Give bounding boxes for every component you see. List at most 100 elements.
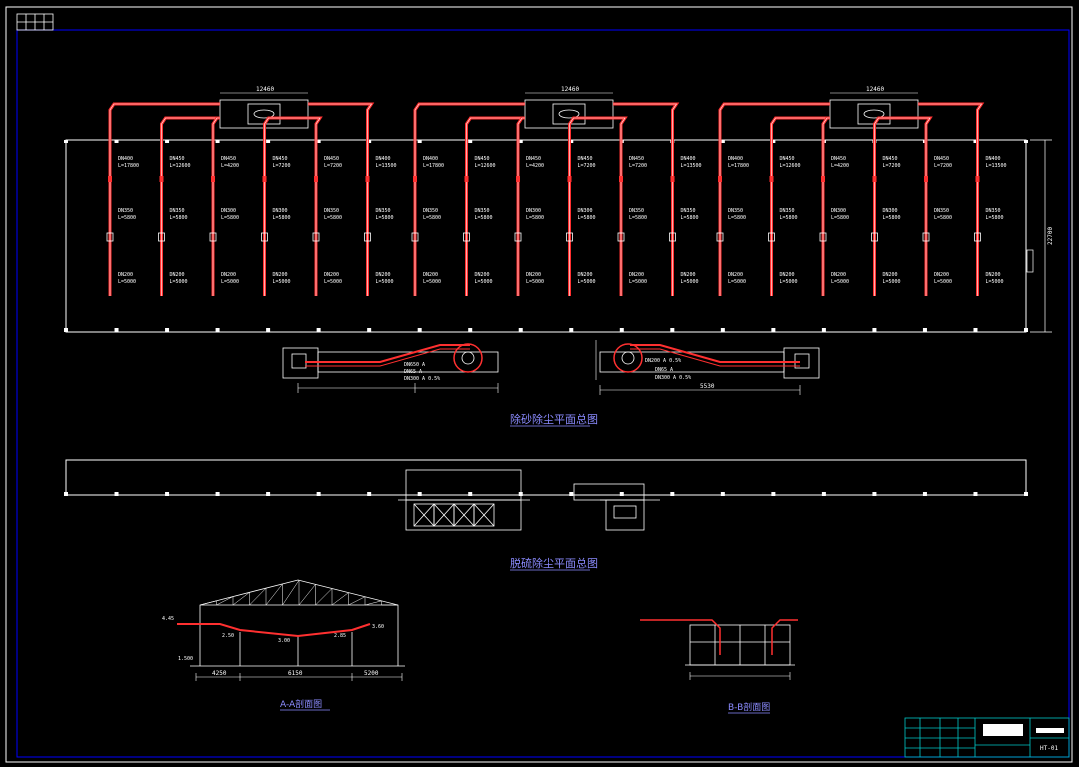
plan-column [316, 140, 321, 143]
pipe-branch [718, 102, 830, 296]
pipe-len-label: L=5800 [578, 215, 596, 221]
pipe-dn-label: DN400 [118, 156, 133, 162]
pipe-valve [670, 176, 675, 182]
plan-column [771, 140, 776, 143]
desulf-column [922, 492, 927, 496]
pipe-dn-label: DN450 [170, 156, 185, 162]
pipe-dn-label: DN200 [118, 272, 133, 278]
plan-column [114, 328, 119, 332]
pipe-dn-label: DN300 [526, 208, 541, 214]
pipe-flange [364, 232, 371, 242]
pipe-dn-label: DN200 [423, 272, 438, 278]
pipe-branch [308, 116, 323, 296]
pipe-len-label: L=5800 [475, 215, 493, 221]
pipe-dn-label: DN450 [780, 156, 795, 162]
pipe-dn-label: DN200 [221, 272, 236, 278]
desulf-equipment [398, 469, 660, 531]
plan-column [114, 140, 119, 143]
pipe-branch [873, 116, 918, 296]
pipe-len-label: L=5000 [273, 279, 291, 285]
plan-column [165, 140, 170, 143]
collector-port [863, 109, 885, 119]
section-b-view: B-B剖面图 [640, 619, 798, 714]
pipe-branch [613, 116, 628, 296]
desulf-column [619, 492, 624, 496]
dim-sec-right: 5200 [364, 670, 379, 677]
pipe-centerline [719, 103, 830, 296]
pipe-dn-label: DN350 [376, 208, 391, 214]
pipe-valve [718, 176, 722, 182]
pipe-len-label: L=5800 [986, 215, 1004, 221]
pipe-dn-label: DN300 [831, 208, 846, 214]
pipe-dn-label: DN450 [629, 156, 644, 162]
desulf-column [468, 492, 473, 496]
desulf-column [165, 492, 170, 496]
pipe-len-label: L=5000 [221, 279, 239, 285]
pipe-dn-label: DN350 [728, 208, 743, 214]
pipe-dn-label: DN200 [986, 272, 1001, 278]
pipe-len-label: L=5800 [526, 215, 544, 221]
pipe-dn-label: DN200 [273, 272, 288, 278]
plan-column [619, 328, 624, 332]
pipe-flange [922, 232, 930, 242]
pipe-len-label: L=5000 [831, 279, 849, 285]
pipe-len-label: L=5800 [376, 215, 394, 221]
plan-column [468, 328, 473, 332]
plan-desulf-title: 脱硫除尘平面总图 [510, 556, 598, 570]
pipe-dn-label: DN350 [475, 208, 490, 214]
pipe-valve [769, 176, 774, 182]
truss-diagonal [348, 596, 366, 606]
collector-inner [247, 103, 281, 125]
pipe-dn-label: DN300 [883, 208, 898, 214]
pipe-len-label: L=5000 [986, 279, 1004, 285]
plan-column [569, 140, 574, 143]
pipe-len-label: L=7200 [883, 163, 901, 169]
pipe-flange [106, 232, 114, 242]
pipe-unit: 12460 [411, 86, 680, 296]
dim-fan-offset: 5530 [700, 383, 715, 390]
pipe-len-label: L=5800 [728, 215, 746, 221]
fan-right-label-2: DN65 A [655, 367, 673, 373]
pipe-branch [108, 102, 220, 296]
plan-column [720, 328, 725, 332]
pipe-dn-label: DN350 [170, 208, 185, 214]
plan-column [316, 328, 321, 332]
collector-inner [552, 103, 586, 125]
pipe-len-label: L=5000 [934, 279, 952, 285]
pipe-flange [669, 232, 676, 242]
dim-sec-left: 4250 [212, 670, 227, 677]
pipe-valve [159, 176, 164, 182]
pipe-len-label: L=5000 [578, 279, 596, 285]
pipe-len-label: L=17800 [423, 163, 444, 169]
truss-diagonal [331, 592, 349, 606]
desulf-column [114, 492, 119, 496]
pipe-len-label: L=4200 [526, 163, 544, 169]
dim-unit-width: 12460 [561, 86, 579, 93]
pipe-dn-label: DN400 [681, 156, 696, 162]
pipe-dn-label: DN450 [273, 156, 288, 162]
pipe-branch [613, 102, 680, 296]
plan-column [569, 328, 574, 332]
pipe-dn-label: DN450 [324, 156, 339, 162]
pipe-len-label: L=5000 [780, 279, 798, 285]
pipe-valve [262, 176, 267, 182]
dim-unit-width: 12460 [256, 86, 274, 93]
plan-column [165, 328, 170, 332]
plan-column [670, 328, 675, 332]
sheet-border [5, 6, 1073, 763]
fan-left [282, 343, 499, 393]
pipe-centerline [918, 103, 983, 296]
plan-column [417, 140, 422, 143]
pipe-branch [821, 116, 830, 296]
pipe-len-label: L=5000 [376, 279, 394, 285]
pipe-branch [308, 102, 375, 296]
pipe-valve [211, 176, 215, 182]
pipe-branch [918, 102, 985, 296]
pipe-valve [464, 176, 469, 182]
dim-unit-width: 12460 [866, 86, 884, 93]
desulf-column [1024, 492, 1028, 496]
pipe-centerline [264, 117, 308, 296]
pipe-flange [617, 232, 625, 242]
pipe-len-label: L=5000 [526, 279, 544, 285]
pipe-flange [261, 232, 268, 242]
